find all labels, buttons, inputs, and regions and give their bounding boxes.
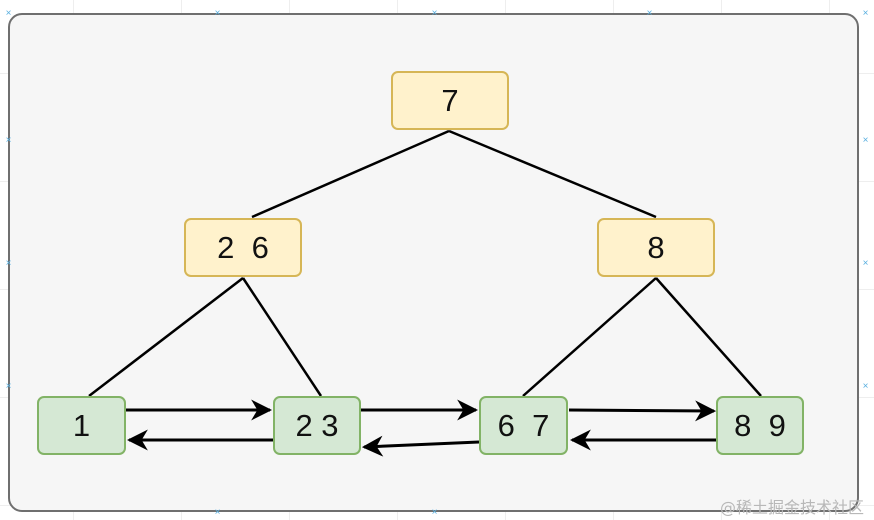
resize-handle-icon[interactable]: ×: [214, 507, 221, 518]
resize-handle-icon[interactable]: ×: [214, 8, 221, 19]
edge-right-leaf4: [655, 277, 762, 397]
resize-handle-icon[interactable]: ×: [862, 381, 869, 392]
watermark-text: @稀土掘金技术社区: [719, 498, 864, 517]
arrow-leaf3-to-leaf2: [361, 435, 480, 457]
resize-handle-icon[interactable]: ×: [431, 8, 438, 19]
edge-right-leaf3: [522, 277, 657, 397]
resize-handle-icon[interactable]: ×: [862, 135, 869, 146]
edge-root-left: [251, 129, 450, 219]
edge-left-leaf2: [241, 277, 323, 397]
leaf-node-1[interactable]: 1: [37, 396, 126, 455]
resize-handle-icon[interactable]: ×: [5, 135, 12, 146]
leaf-node-4[interactable]: 8 9: [716, 396, 804, 455]
resize-handle-icon[interactable]: ×: [862, 258, 869, 269]
resize-handle-icon[interactable]: ×: [862, 8, 869, 19]
leaf-node-2[interactable]: 2 3: [273, 396, 361, 455]
tree-node-right-internal[interactable]: 8: [597, 218, 715, 277]
leaf-node-3[interactable]: 6 7: [479, 396, 568, 455]
tree-node-left-internal[interactable]: 2 6: [184, 218, 302, 277]
edge-root-right: [448, 129, 657, 219]
resize-handle-icon[interactable]: ×: [5, 258, 12, 269]
tree-node-root[interactable]: 7: [391, 71, 509, 130]
resize-handle-icon[interactable]: ×: [431, 507, 438, 518]
resize-handle-icon[interactable]: ×: [5, 8, 12, 19]
edge-left-leaf1: [88, 277, 244, 397]
arrow-leaf3-to-leaf4: [568, 400, 717, 422]
resize-handle-icon[interactable]: ×: [5, 381, 12, 392]
resize-handle-icon[interactable]: ×: [646, 8, 653, 19]
